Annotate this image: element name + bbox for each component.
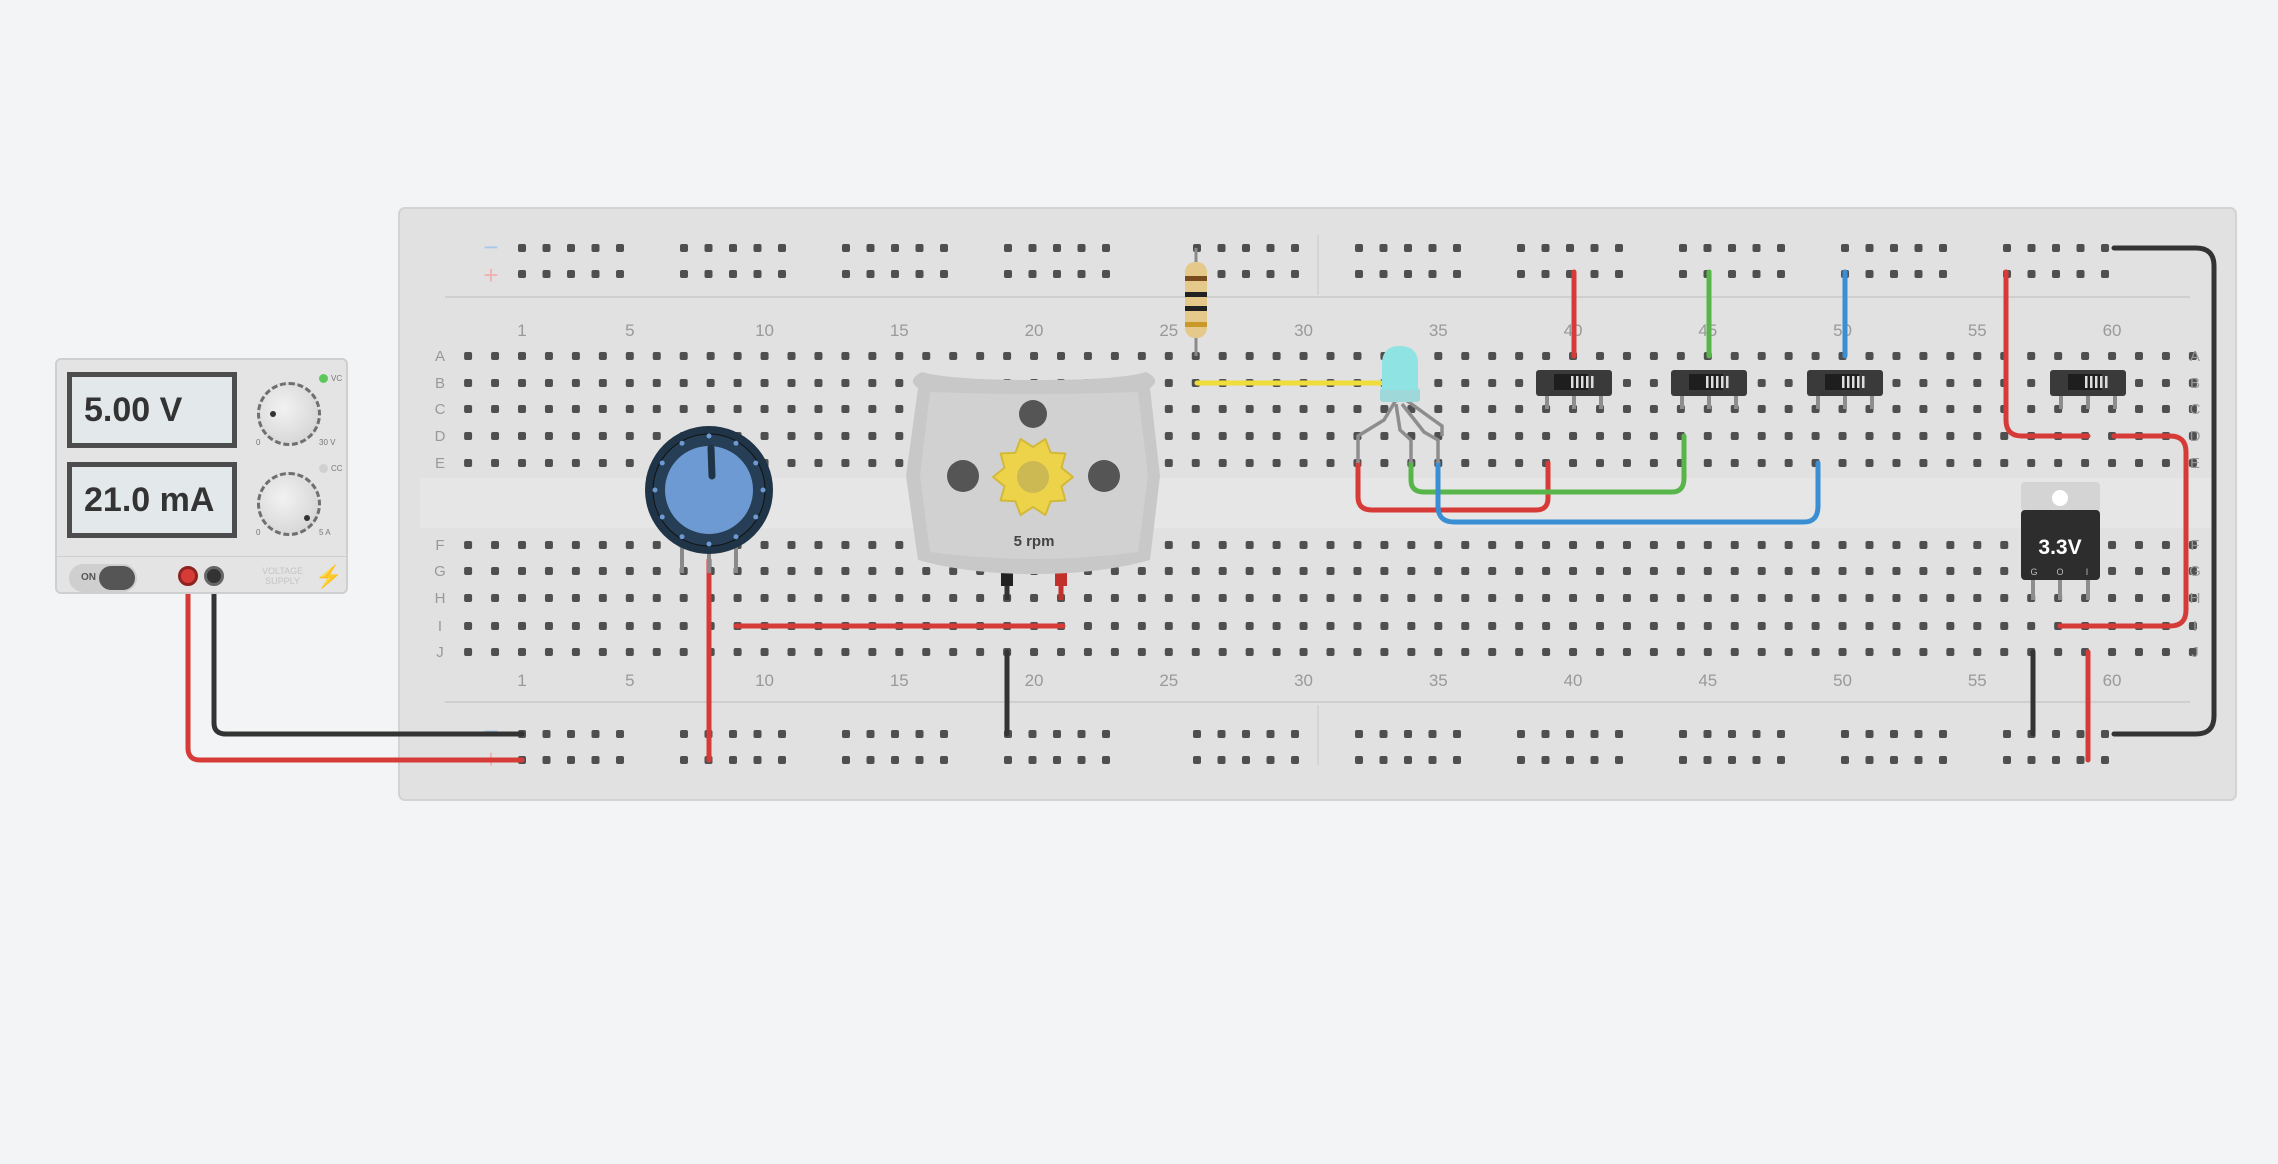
- row-letter: E: [2190, 455, 2200, 472]
- column-number: 1: [517, 671, 526, 690]
- column-number: 5: [625, 671, 634, 690]
- row-letter: D: [435, 428, 446, 445]
- column-number: 1: [517, 321, 526, 340]
- column-number: 35: [1429, 321, 1448, 340]
- wire-psu-positive[interactable]: [185, 571, 525, 763]
- psu-brand-line1: VOLTAGE: [262, 566, 304, 576]
- row-letter: J: [2191, 644, 2199, 661]
- slide-switch[interactable]: [1671, 370, 1747, 409]
- column-number: 45: [1698, 671, 1717, 690]
- psu-brand-line2: SUPPLY: [265, 576, 301, 586]
- power-toggle[interactable]: ON: [69, 564, 137, 592]
- column-number: 20: [1025, 671, 1044, 690]
- motor-label: 5 rpm: [1014, 533, 1055, 550]
- column-number: 30: [1294, 671, 1313, 690]
- wire-right-red-loop[interactable]: [2057, 433, 2189, 629]
- row-letter: A: [2190, 348, 2200, 365]
- row-letter: H: [435, 590, 446, 607]
- power-toggle-label: ON: [81, 572, 96, 583]
- column-number: 55: [1968, 671, 1987, 690]
- row-letter: H: [2190, 590, 2201, 607]
- positive-terminal[interactable]: [178, 566, 198, 586]
- regulator-pin-i: I: [2086, 567, 2089, 577]
- row-letter: G: [2189, 563, 2201, 580]
- wire-psu-negative[interactable]: [211, 571, 525, 737]
- rail-top-minus: −: [483, 232, 498, 262]
- row-letter: C: [2190, 401, 2201, 418]
- vc-label: VC: [331, 374, 343, 383]
- column-number: 55: [1968, 321, 1987, 340]
- pot-indicator: [707, 444, 716, 480]
- rail-bottom-minus: −: [483, 716, 498, 746]
- column-number: 60: [2103, 671, 2122, 690]
- psu-brand: VOLTAGE SUPPLY: [262, 566, 303, 586]
- slide-switches[interactable]: [1536, 370, 2126, 409]
- pot-ticks: [652, 433, 766, 547]
- column-number: 15: [890, 321, 909, 340]
- current-min-label: 0: [256, 528, 261, 537]
- column-number: 50: [1833, 671, 1852, 690]
- regulator-label: 3.3V: [2038, 536, 2081, 559]
- column-number: 40: [1564, 671, 1583, 690]
- row-letter: B: [435, 375, 445, 392]
- row-letter: F: [2190, 537, 2199, 554]
- column-number: 25: [1159, 321, 1178, 340]
- voltage-max-label: 30 V: [319, 438, 336, 447]
- row-letter: G: [434, 563, 446, 580]
- dc-motor[interactable]: [906, 372, 1160, 600]
- regulator-pin-o: O: [2056, 567, 2063, 577]
- rail-top-plus: +: [483, 260, 498, 290]
- column-numbers: 1155101015152020252530303535404045455050…: [517, 321, 2121, 690]
- row-letter: J: [436, 644, 444, 661]
- voltage-regulator[interactable]: 3.3V G O I: [2021, 482, 2100, 600]
- row-letter: A: [435, 348, 445, 365]
- column-number: 10: [755, 671, 774, 690]
- voltage-knob[interactable]: [257, 382, 321, 446]
- current-display: 21.0 mA: [67, 462, 237, 538]
- wire-led-red[interactable]: [1355, 460, 1551, 513]
- negative-terminal[interactable]: [204, 566, 224, 586]
- column-number: 30: [1294, 321, 1313, 340]
- rgb-led[interactable]: [1356, 346, 1444, 463]
- regulator-pin-g: G: [2030, 567, 2037, 577]
- wire-right-red-top[interactable]: [2003, 269, 2091, 439]
- resistor[interactable]: [1185, 248, 1207, 356]
- row-letter: C: [435, 401, 446, 418]
- row-letter: E: [435, 455, 445, 472]
- bolt-icon: ⚡: [315, 564, 343, 589]
- row-letter: B: [2190, 375, 2200, 392]
- column-number: 15: [890, 671, 909, 690]
- row-letter: F: [435, 537, 444, 554]
- cc-led: [319, 464, 328, 473]
- potentiometer[interactable]: [645, 426, 773, 573]
- row-letter: I: [2193, 618, 2197, 635]
- row-letter: D: [2190, 428, 2201, 445]
- column-number: 20: [1025, 321, 1044, 340]
- wire-right-black-loop[interactable]: [2111, 245, 2217, 737]
- psu-divider: [57, 556, 346, 557]
- slide-switch[interactable]: [1807, 370, 1883, 409]
- slide-switch[interactable]: [1536, 370, 1612, 409]
- wire-led-blue[interactable]: [1435, 460, 1821, 525]
- current-knob[interactable]: [257, 472, 321, 536]
- slide-switch[interactable]: [2050, 370, 2126, 409]
- power-toggle-knob: [99, 566, 135, 590]
- cc-label: CC: [331, 464, 343, 473]
- voltage-display: 5.00 V: [67, 372, 237, 448]
- column-number: 60: [2103, 321, 2122, 340]
- column-number: 10: [755, 321, 774, 340]
- column-number: 25: [1159, 671, 1178, 690]
- current-max-label: 5 A: [319, 528, 331, 537]
- voltage-min-label: 0: [256, 438, 261, 447]
- wires[interactable]: [185, 245, 2217, 763]
- power-supply[interactable]: 5.00 V 21.0 mA VC CC 0 30 V 0 5 A ON VOL…: [55, 358, 348, 594]
- vc-led: [319, 374, 328, 383]
- column-number: 5: [625, 321, 634, 340]
- row-letter: I: [438, 618, 442, 635]
- column-number: 35: [1429, 671, 1448, 690]
- wire-led-green[interactable]: [1408, 433, 1687, 495]
